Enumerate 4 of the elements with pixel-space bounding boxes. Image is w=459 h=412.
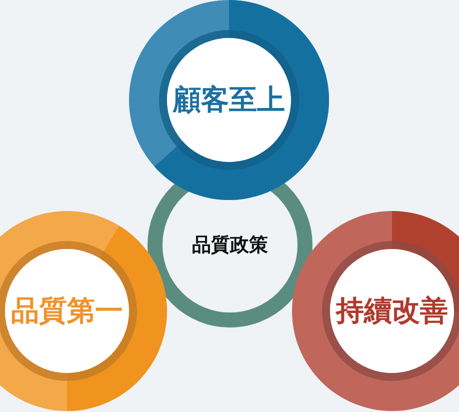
ring-label: 顧客至上 [173,82,285,118]
ring-label: 品質第一 [11,293,123,329]
center-title: 品質政策 [192,233,268,258]
ring-label: 持續改善 [336,293,448,329]
